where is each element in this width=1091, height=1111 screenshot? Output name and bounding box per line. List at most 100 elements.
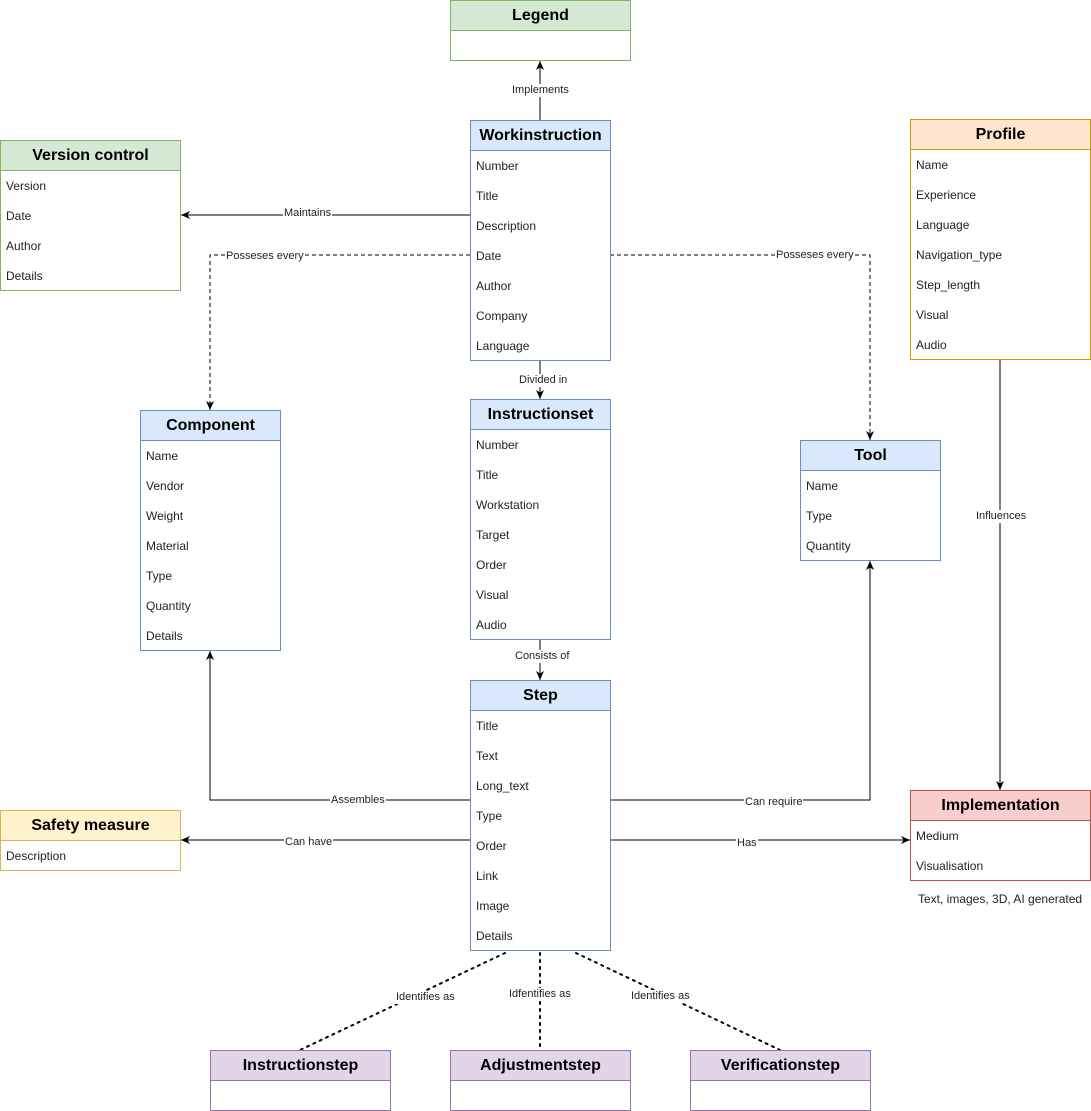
workinstruction-field: Author [476,279,512,293]
profile-field: Name [916,158,949,172]
workinstruction-field: Description [476,219,537,233]
workinstruction-field: Company [476,309,528,323]
profile-field: Language [916,218,970,232]
version-control-title: Version control [1,141,180,171]
version-control-field: Date [6,209,32,223]
implementation-media-note: Text, images, 3D, AI generated [918,892,1083,906]
safety-measure-entity[interactable]: Safety measure Description [0,810,181,871]
verificationstep-entity[interactable]: Verificationstep [690,1050,871,1111]
instructionstep-entity[interactable]: Instructionstep [210,1050,391,1111]
label-posseses-tool: Posseses every [775,249,855,262]
instructionset-title: Instructionset [471,400,610,430]
safety-measure-field: Description [6,849,67,863]
step-title: Step [471,681,610,711]
label-posseses-component: Posseses every [225,250,305,263]
label-divided-in: Divided in [518,374,569,387]
edge-posseses-tool [610,254,874,440]
component-field: Type [146,569,173,583]
edge-assembles [206,651,470,801]
edge-can-require [610,561,874,801]
step-field: Long_text [476,779,529,793]
profile-field: Step_length [916,278,981,292]
profile-field: Visual [916,308,949,322]
tool-field: Quantity [806,539,851,553]
label-assembles: Assembles [330,794,386,807]
step-field: Type [476,809,503,823]
label-can-have: Can have [284,836,334,849]
instructionset-field: Title [476,468,499,482]
component-field: Material [146,539,189,553]
tool-field: Name [806,479,839,493]
step-field: Text [476,749,499,763]
label-implements: Implements [511,84,570,97]
component-field: Name [146,449,179,463]
adjustmentstep-entity[interactable]: Adjustmentstep [450,1050,631,1111]
version-control-field: Version [6,179,47,193]
legend-entity[interactable]: Legend [450,0,631,61]
edge-posseses-component [206,254,470,410]
implementation-field: Visualisation [916,859,984,873]
instructionset-field: Workstation [476,498,540,512]
component-field: Weight [146,509,184,523]
label-influences: Influences [975,510,1028,523]
instructionset-field: Target [476,528,510,542]
instructionset-field: Number [476,438,519,452]
instructionset-field: Visual [476,588,509,602]
instructionset-field: Audio [476,618,507,632]
label-identifies-adjustment: Idfentifies as [508,988,572,1001]
step-field: Order [476,839,507,853]
verificationstep-title: Verificationstep [691,1051,870,1081]
implementation-title: Implementation [911,791,1090,821]
label-has: Has [736,837,758,850]
implementation-field: Medium [916,829,959,843]
profile-title: Profile [911,120,1090,150]
version-control-field: Details [6,269,43,283]
component-title: Component [141,411,280,441]
step-field: Title [476,719,499,733]
tool-title: Tool [801,441,940,471]
workinstruction-field: Title [476,189,499,203]
component-field: Details [146,629,183,643]
label-identifies-verification: Identifies as [630,990,691,1003]
profile-field: Experience [916,188,977,202]
safety-measure-title: Safety measure [1,811,180,841]
workinstruction-title: Workinstruction [471,121,610,151]
label-identifies-instruction: Identifies as [395,991,456,1004]
instructionset-field: Order [476,558,507,572]
version-control-field: Author [6,239,42,253]
adjustmentstep-title: Adjustmentstep [451,1051,630,1081]
profile-field: Audio [916,338,947,352]
workinstruction-field: Language [476,339,530,353]
label-maintains: Maintains [283,207,333,220]
safety-measure-fields: Description [1,841,180,871]
workinstruction-field: Date [476,249,502,263]
step-field: Link [476,869,499,883]
tool-field: Type [806,509,833,523]
label-consists-of: Consists of [514,650,571,663]
step-field: Details [476,929,513,943]
instructionstep-title: Instructionstep [211,1051,390,1081]
workinstruction-field: Number [476,159,519,173]
component-field: Vendor [146,479,185,493]
step-field: Image [476,899,510,913]
component-field: Quantity [146,599,191,613]
label-can-require: Can require [744,796,804,809]
profile-field: Navigation_type [916,248,1003,262]
legend-title: Legend [451,1,630,31]
